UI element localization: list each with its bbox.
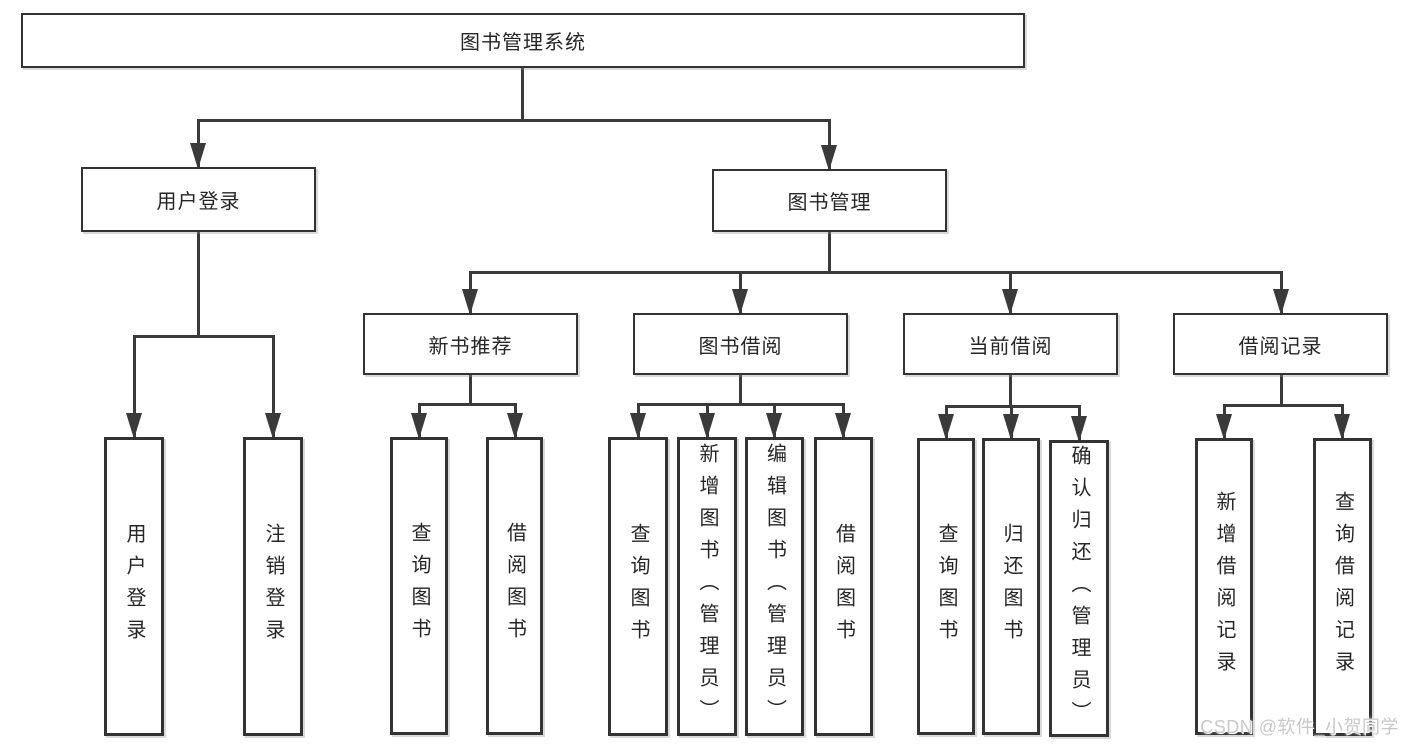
node-label: 图书管理 xyxy=(787,192,872,214)
csdn-watermark: CSDN @软件_小贺同学 xyxy=(1200,717,1399,737)
connector-line-horizontal xyxy=(945,405,1081,408)
node-edit-books-admin: 编辑图书（管理员） xyxy=(745,437,804,736)
node-add-books-admin: 新增图书（管理员） xyxy=(677,437,737,736)
connector-line-vertical xyxy=(469,375,472,406)
node-query-books: 查询图书 xyxy=(917,438,975,735)
node-label: 查询图书 xyxy=(408,522,430,650)
node-borrow-books: 借阅图书 xyxy=(814,437,873,736)
connector-line-vertical xyxy=(739,375,742,406)
connector-arrowhead-down-icon xyxy=(1003,414,1019,440)
node-book-borrowing: 图书借阅 xyxy=(633,313,848,375)
connector-line-vertical xyxy=(1280,375,1283,407)
node-borrow-books: 借阅图书 xyxy=(486,437,543,735)
connector-line-vertical xyxy=(828,120,831,169)
node-borrowing-records: 借阅记录 xyxy=(1173,313,1388,375)
node-label: 确认归还（管理员） xyxy=(1068,444,1090,733)
connector-arrowhead-down-icon xyxy=(190,143,206,169)
connector-line-vertical xyxy=(197,232,200,338)
node-book-management: 图书管理 xyxy=(712,169,947,232)
node-query-borrow-record: 查询借阅记录 xyxy=(1313,438,1372,736)
node-query-books: 查询图书 xyxy=(390,437,448,735)
connector-line-vertical xyxy=(1009,375,1012,408)
node-current-borrowing: 当前借阅 xyxy=(903,313,1118,375)
connector-line-vertical xyxy=(133,336,136,437)
connector-arrowhead-down-icon xyxy=(630,413,646,439)
connector-arrowhead-down-icon xyxy=(126,413,142,439)
connector-arrowhead-down-icon xyxy=(411,413,427,439)
node-label: 归还图书 xyxy=(1000,522,1022,651)
connector-arrowhead-down-icon xyxy=(1216,414,1232,440)
connector-arrowhead-down-icon xyxy=(821,145,837,171)
node-return-books: 归还图书 xyxy=(982,438,1040,735)
connector-arrowhead-down-icon xyxy=(1273,289,1289,315)
connector-line-horizontal xyxy=(1223,404,1344,407)
connector-arrowhead-down-icon xyxy=(265,413,281,439)
connector-line-vertical xyxy=(272,336,275,437)
node-label: 图书借阅 xyxy=(698,335,783,358)
node-label: 借阅图书 xyxy=(503,522,526,650)
node-label: 查询图书 xyxy=(627,522,649,651)
connector-arrowhead-down-icon xyxy=(732,289,748,315)
connector-arrowhead-down-icon xyxy=(462,289,478,315)
node-add-borrow-record: 新增借阅记录 xyxy=(1195,438,1253,735)
node-label: 当前借阅 xyxy=(968,335,1053,358)
node-query-books: 查询图书 xyxy=(608,437,668,736)
node-user-login-leaf: 用户登录 xyxy=(104,437,164,736)
node-label: 借阅图书 xyxy=(832,522,855,651)
connector-arrowhead-down-icon xyxy=(835,413,851,439)
connector-line-vertical xyxy=(828,232,831,274)
connector-line-horizontal xyxy=(197,119,831,122)
connector-line-vertical xyxy=(521,68,524,122)
connector-arrowhead-down-icon xyxy=(1002,289,1018,315)
connector-arrowhead-down-icon xyxy=(766,413,782,439)
node-label: 图书管理系统 xyxy=(460,32,586,54)
connector-arrowhead-down-icon xyxy=(1071,416,1087,442)
connector-line-horizontal xyxy=(637,403,845,406)
node-label: 编辑图书（管理员） xyxy=(763,442,786,731)
connector-arrowhead-down-icon xyxy=(507,413,523,439)
node-label: 新增借阅记录 xyxy=(1213,490,1235,683)
node-library-management-system: 图书管理系统 xyxy=(21,13,1025,68)
connector-arrowhead-down-icon xyxy=(938,414,954,440)
node-label: 注销登录 xyxy=(262,522,284,651)
connector-line-horizontal xyxy=(133,335,275,338)
node-label: 借阅记录 xyxy=(1238,335,1323,358)
node-label: 查询图书 xyxy=(935,522,957,651)
node-logout-leaf: 注销登录 xyxy=(243,437,303,736)
node-label: 用户登录 xyxy=(156,191,241,213)
node-user-login: 用户登录 xyxy=(81,167,316,232)
connector-line-horizontal xyxy=(418,403,517,406)
connector-line-horizontal xyxy=(469,271,1283,274)
node-new-book-recommendation: 新书推荐 xyxy=(363,313,578,375)
connector-arrowhead-down-icon xyxy=(699,413,715,439)
connector-arrowhead-down-icon xyxy=(1334,414,1350,440)
node-label: 新书推荐 xyxy=(428,335,513,358)
node-label: 查询借阅记录 xyxy=(1331,491,1354,683)
node-label: 用户登录 xyxy=(123,522,145,651)
node-label: 新增图书（管理员） xyxy=(696,442,718,731)
node-confirm-return-admin: 确认归还（管理员） xyxy=(1049,440,1109,737)
